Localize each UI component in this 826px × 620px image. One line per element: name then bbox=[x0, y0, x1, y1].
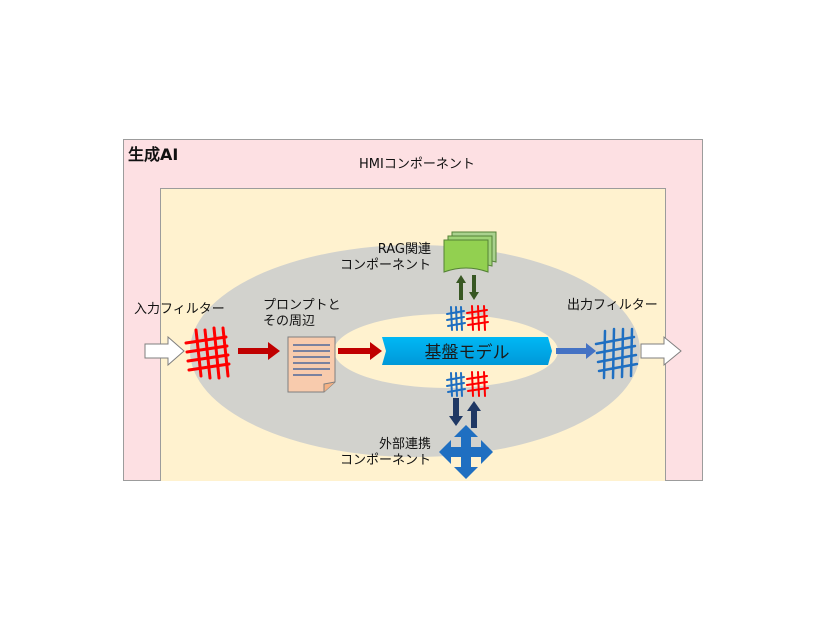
rag-documents-icon bbox=[443, 231, 497, 273]
arrow-to-output-filter-icon bbox=[556, 343, 596, 359]
foundation-model-label: 基盤モデル bbox=[424, 342, 510, 363]
container-title: 生成AI bbox=[128, 145, 179, 164]
rag-up-arrow-icon bbox=[456, 275, 466, 300]
rag-input-grid-icon bbox=[446, 306, 466, 331]
arrow-to-prompt-icon bbox=[238, 342, 280, 360]
foundation-model-shape bbox=[382, 337, 552, 365]
external-label-line1: 外部連携 bbox=[379, 437, 432, 452]
prompt-label: プロンプトと その周辺 bbox=[263, 298, 341, 329]
external-label-line2: コンポーネント bbox=[340, 452, 432, 468]
rag-output-grid-icon bbox=[466, 305, 489, 331]
output-filter-label: 出力フィルター bbox=[567, 298, 658, 313]
process-ring bbox=[190, 245, 640, 457]
output-arrow-icon bbox=[640, 335, 682, 367]
input-filter-label: 入力フィルター bbox=[134, 302, 225, 317]
external-input-grid-icon bbox=[446, 372, 466, 397]
rag-label-line2: コンポーネント bbox=[340, 257, 432, 273]
prompt-label-line2: その周辺 bbox=[263, 313, 316, 329]
rag-component-label: RAG関連 コンポーネント bbox=[340, 242, 431, 273]
prompt-document-icon bbox=[287, 336, 336, 393]
input-filter-grid-icon bbox=[184, 326, 231, 380]
prompt-label-line1: プロンプトと bbox=[263, 298, 341, 313]
external-up-arrow-icon bbox=[467, 401, 481, 428]
external-down-arrow-icon bbox=[449, 398, 463, 426]
arrow-to-model-icon bbox=[338, 342, 382, 360]
rag-down-arrow-icon bbox=[469, 275, 479, 300]
external-component-label: 外部連携 コンポーネント bbox=[340, 437, 431, 468]
rag-label-line1: RAG関連 bbox=[377, 242, 432, 257]
input-arrow-icon bbox=[144, 335, 185, 367]
external-move-icon bbox=[439, 425, 493, 479]
output-filter-grid-icon bbox=[594, 327, 639, 380]
hmi-component-label: HMIコンポーネント bbox=[359, 157, 475, 172]
external-output-grid-icon bbox=[466, 371, 489, 397]
